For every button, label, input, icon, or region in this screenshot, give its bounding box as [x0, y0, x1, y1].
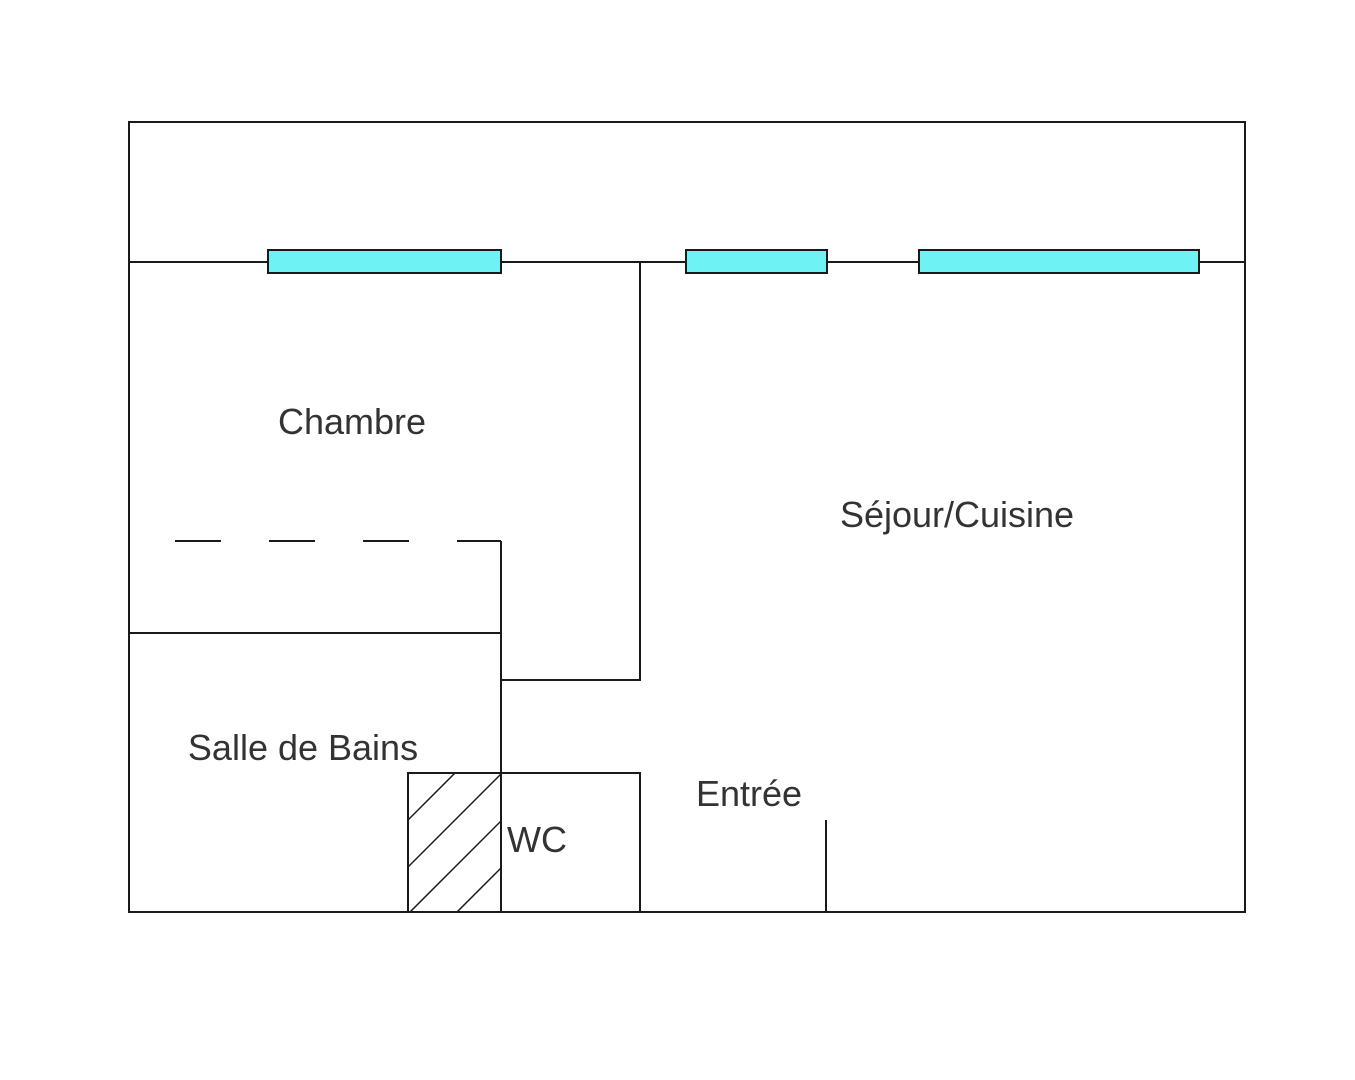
- wc-wall: [501, 772, 641, 912]
- window-sejour-small: [685, 249, 828, 274]
- outer-wall: [128, 121, 1246, 913]
- window-chambre: [267, 249, 502, 274]
- room-label-sejour-cuisine: Séjour/Cuisine: [840, 494, 1074, 535]
- room-label-salle-de-bains: Salle de Bains: [188, 727, 418, 768]
- room-label-wc: WC: [507, 819, 567, 860]
- room-label-entree: Entrée: [696, 773, 802, 814]
- partition-chambre-sejour: [501, 262, 641, 681]
- hatched-shaft: [407, 772, 502, 913]
- room-label-chambre: Chambre: [278, 401, 426, 442]
- window-sejour-large: [918, 249, 1200, 274]
- shaft-hatching: [408, 773, 501, 912]
